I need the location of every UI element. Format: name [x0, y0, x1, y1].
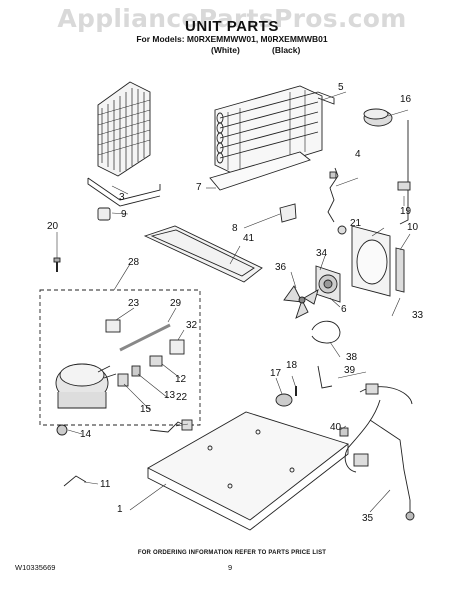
- leader-lines: [56, 91, 411, 513]
- callout-13: 13: [164, 390, 176, 401]
- compressor-wire: [149, 421, 187, 433]
- overload-protector: [149, 355, 163, 367]
- callout-22: 22: [176, 392, 188, 403]
- drain-pan: [143, 225, 263, 283]
- callout-39: 39: [344, 365, 356, 376]
- thermostat-clip: [397, 181, 411, 191]
- callout-32: 32: [186, 320, 198, 331]
- callout-7: 7: [196, 182, 202, 193]
- callout-11: 11: [100, 479, 111, 490]
- callout-4: 4: [355, 149, 361, 160]
- wire-loop: [311, 320, 341, 344]
- bracket-39: [317, 365, 333, 389]
- compressor-kit-box: [39, 289, 201, 426]
- watermark: AppliancePartsPros.com: [57, 4, 407, 33]
- callout-21: 21: [350, 218, 362, 229]
- callout-6: 6: [341, 304, 347, 315]
- compressor: [55, 363, 117, 436]
- fastener-21: [337, 225, 347, 235]
- callout-9: 9: [121, 209, 127, 220]
- callout-10: 10: [407, 222, 419, 233]
- terminal-cover: [131, 365, 141, 377]
- callout-41: 41: [243, 233, 255, 244]
- fan-motor: [315, 265, 341, 303]
- models-line: For Models: M0RXEMMWW01, M0RXEMMWB01: [136, 34, 328, 44]
- callout-36: 36: [275, 262, 287, 273]
- callout-18: 18: [286, 360, 298, 371]
- callout-16: 16: [400, 94, 412, 105]
- callout-8: 8: [232, 223, 238, 234]
- callout-40: 40: [330, 422, 342, 433]
- connector-40: [339, 427, 349, 437]
- callout-34: 34: [316, 248, 328, 259]
- mount-bracket: [279, 203, 297, 223]
- defrost-heater-wire: [327, 167, 339, 223]
- clip: [117, 373, 129, 387]
- base-pan: [147, 411, 349, 531]
- callout-14: 14: [80, 429, 92, 440]
- drain-trough: [209, 151, 311, 191]
- callout-12: 12: [175, 374, 187, 385]
- page-title: UNIT PARTS: [185, 18, 279, 35]
- callout-3: 3: [119, 192, 125, 203]
- callout-28: 28: [128, 257, 140, 268]
- ordering-note: FOR ORDERING INFORMATION REFER TO PARTS …: [137, 550, 327, 556]
- page-number: 9: [228, 563, 233, 572]
- callout-17: 17: [270, 368, 282, 379]
- capacitor-rod: [119, 323, 171, 352]
- callout-5: 5: [338, 82, 344, 93]
- start-relay: [105, 319, 121, 333]
- callout-15: 15: [140, 404, 152, 415]
- grommet: [275, 393, 293, 407]
- callout-29: 29: [170, 298, 182, 309]
- fan-shroud: [351, 225, 405, 297]
- document-number: W10335669: [15, 563, 56, 572]
- variant-white: (White): [211, 45, 240, 55]
- condenser-coil: [87, 81, 161, 207]
- relay-cover: [169, 339, 185, 355]
- sensor-cover: [363, 108, 393, 127]
- callout-19: 19: [400, 206, 412, 217]
- callout-35: 35: [362, 513, 374, 524]
- harness-clip: [63, 475, 87, 487]
- wiring-harness: [344, 383, 415, 521]
- callout-1: 1: [117, 504, 123, 515]
- callout-33: 33: [412, 310, 424, 321]
- variant-black: (Black): [272, 45, 301, 55]
- fan-blade: [283, 285, 319, 319]
- callout-38: 38: [346, 352, 358, 363]
- compressor-cap: [97, 207, 111, 221]
- thermostat-capillary: [399, 120, 409, 225]
- callout-23: 23: [128, 298, 140, 309]
- callout-20: 20: [47, 221, 59, 232]
